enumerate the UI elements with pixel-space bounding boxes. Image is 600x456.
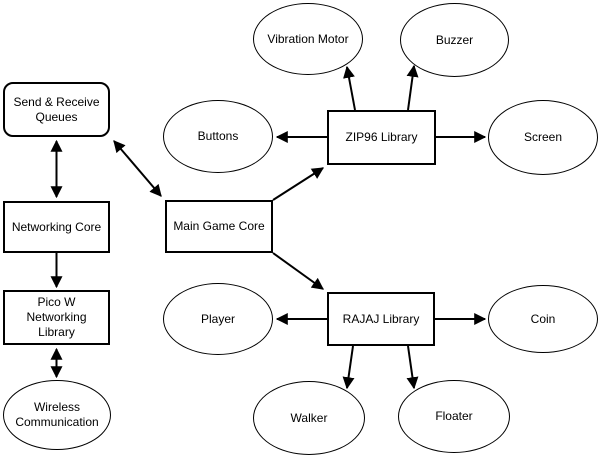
node-main-game-core: Main Game Core [165, 200, 273, 253]
node-screen: Screen [488, 100, 598, 175]
node-label: Floater [435, 409, 473, 423]
edge-queues-main-game-core [113, 140, 162, 197]
node-label: ZIP96 Library [345, 130, 418, 144]
edge-zip96-vibration-motor [343, 65, 356, 111]
node-label: Send & Receive Queues [13, 94, 100, 124]
node-label: Screen [523, 130, 563, 144]
node-label: Player [200, 311, 235, 326]
node-label: Buzzer [435, 32, 474, 47]
node-label: Walker [290, 410, 328, 425]
node-send-receive-queues: Send & Receive Queues [3, 82, 110, 137]
node-networking-core: Networking Core [3, 201, 110, 253]
node-wireless-communication: Wireless Communication [3, 380, 111, 450]
node-zip96-library: ZIP96 Library [327, 110, 436, 165]
edge-main-game-core-zip96 [272, 167, 325, 201]
edge-zip96-buzzer [406, 64, 419, 111]
node-label: Pico W Networking Library [26, 295, 87, 339]
node-walker: Walker [253, 381, 365, 455]
node-label: Main Game Core [173, 219, 265, 233]
node-pico-w-networking-library: Pico W Networking Library [3, 290, 110, 345]
node-label: Buttons [197, 129, 239, 143]
node-label: Networking Core [11, 219, 102, 234]
node-buzzer: Buzzer [400, 3, 509, 77]
node-vibration-motor: Vibration Motor [253, 3, 363, 75]
node-label: Wireless Communication [15, 400, 99, 429]
edge-rajaj-floater [406, 345, 419, 390]
node-label: RAJAJ Library [342, 311, 420, 326]
node-coin: Coin [488, 285, 598, 353]
node-rajaj-library: RAJAJ Library [327, 292, 435, 346]
node-label: Coin [530, 311, 556, 326]
edge-main-game-core-rajaj [272, 252, 324, 290]
edge-rajaj-walker [342, 345, 355, 390]
node-label: Vibration Motor [267, 31, 349, 46]
node-buttons: Buttons [163, 100, 273, 173]
node-player: Player [163, 283, 273, 355]
node-floater: Floater [398, 380, 510, 453]
